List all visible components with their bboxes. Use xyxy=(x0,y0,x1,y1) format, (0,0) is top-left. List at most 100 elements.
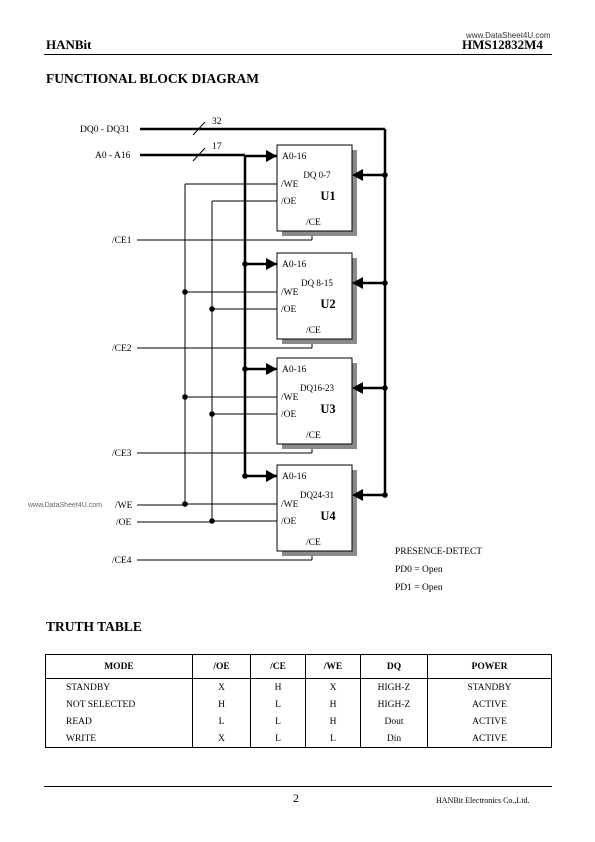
column-header: DQ xyxy=(360,654,428,679)
table-cell: ACTIVE xyxy=(427,713,552,730)
table-cell: HIGH-Z xyxy=(360,678,428,696)
junction-dot xyxy=(382,492,388,498)
table-cell: X xyxy=(192,730,251,748)
table-cell: Din xyxy=(360,730,428,748)
chip-box-u2 xyxy=(276,252,353,340)
chip-oe-label: /OE xyxy=(281,517,297,527)
table-cell: H xyxy=(192,696,251,713)
table-row: STANDBY X H X HIGH-Z STANDBY xyxy=(45,678,552,696)
footer-rule xyxy=(44,786,552,787)
chip-data-label: DQ16-23 xyxy=(300,383,334,393)
table-cell: X xyxy=(305,678,361,696)
arrow-head-left xyxy=(352,169,363,181)
arrow-head-right xyxy=(266,470,277,482)
column-header: /WE xyxy=(305,654,361,679)
table-cell: WRITE xyxy=(45,730,193,748)
chip-we-label: /WE xyxy=(281,288,299,298)
chip-we-label: /WE xyxy=(281,180,299,190)
block-diagram-title: FUNCTIONAL BLOCK DIAGRAM xyxy=(46,71,260,86)
junction-dot xyxy=(242,261,248,267)
ce-signal-label: /CE4 xyxy=(112,556,132,566)
chip-ce-label: /CE xyxy=(306,538,321,548)
chip-name-label: U2 xyxy=(320,297,335,311)
addr-bus-width: 17 xyxy=(212,142,222,152)
junction-dot xyxy=(242,366,248,372)
arrow-head-left xyxy=(352,277,363,289)
chip-name-label: U3 xyxy=(320,402,335,416)
column-header: POWER xyxy=(427,654,552,679)
table-cell: Dout xyxy=(360,713,428,730)
ce-signal-label: /CE1 xyxy=(112,236,132,246)
junction-dot xyxy=(242,473,248,479)
column-header: MODE xyxy=(45,654,193,679)
table-cell: X xyxy=(192,678,251,696)
chip-name-label: U1 xyxy=(320,189,335,203)
column-header: /OE xyxy=(192,654,251,679)
arrow-head-left xyxy=(352,489,363,501)
chip-oe-label: /OE xyxy=(281,197,297,207)
table-cell: STANDBY xyxy=(427,678,552,696)
chip-ce-label: /CE xyxy=(306,431,321,441)
junction-dot xyxy=(182,394,188,400)
presence-detect-title: PRESENCE-DETECT xyxy=(395,547,482,557)
arrow-head-right xyxy=(266,363,277,375)
chip-ce-label: /CE xyxy=(306,218,321,228)
table-cell: ACTIVE xyxy=(427,730,552,748)
table-cell: ACTIVE xyxy=(427,696,552,713)
arrow-head-right xyxy=(266,150,277,162)
table-cell: READ xyxy=(45,713,193,730)
table-row: READ L L H Dout ACTIVE xyxy=(45,713,552,730)
chip-addr-label: A0-16 xyxy=(282,260,307,270)
table-cell: H xyxy=(305,713,361,730)
chip-ce-label: /CE xyxy=(306,326,321,336)
junction-dot xyxy=(209,306,215,312)
bus-slash xyxy=(192,121,206,136)
chip-oe-label: /OE xyxy=(281,410,297,420)
chip-box-u3 xyxy=(276,357,353,445)
company-name: HANBit xyxy=(46,37,92,52)
page-number: 2 xyxy=(293,791,299,805)
chip-box-u1 xyxy=(276,144,353,232)
junction-dot xyxy=(209,518,215,524)
truth-table-title: TRUTH TABLE xyxy=(46,619,142,634)
chip-we-label: /WE xyxy=(281,393,299,403)
footer-company: HANBit Electronics Co.,Ltd. xyxy=(436,796,530,805)
chip-addr-label: A0-16 xyxy=(282,365,307,375)
chip-we-label: /WE xyxy=(281,500,299,510)
chip-data-label: DQ 8-15 xyxy=(301,278,333,288)
watermark: www.DataSheet4U.com xyxy=(466,31,551,40)
table-cell: L xyxy=(250,696,306,713)
part-number: HMS12832M4 xyxy=(462,37,543,52)
table-cell: L xyxy=(192,713,251,730)
junction-dot xyxy=(382,280,388,286)
table-cell: STANDBY xyxy=(45,678,193,696)
pd0-label: PD0 = Open xyxy=(395,565,443,575)
pd1-label: PD1 = Open xyxy=(395,583,443,593)
oe-input-label: /OE xyxy=(116,518,132,528)
junction-dot xyxy=(382,172,388,178)
table-row: NOT SELECTED H L H HIGH-Z ACTIVE xyxy=(45,696,552,713)
truth-table-header: MODE /OE /CE /WE DQ POWER xyxy=(45,654,552,679)
dq-bus-label: DQ0 - DQ31 xyxy=(80,125,130,135)
table-cell: H xyxy=(250,678,306,696)
chip-name-label: U4 xyxy=(320,509,336,523)
junction-dot xyxy=(182,501,188,507)
table-cell: H xyxy=(305,696,361,713)
chip-addr-label: A0-16 xyxy=(282,152,307,162)
ce-signal-label: /CE3 xyxy=(112,449,132,459)
arrow-head-left xyxy=(352,382,363,394)
chip-addr-label: A0-16 xyxy=(282,472,307,482)
bus-slash xyxy=(192,147,206,162)
chip-oe-label: /OE xyxy=(281,305,297,315)
table-cell: L xyxy=(250,730,306,748)
chip-data-label: DQ 0-7 xyxy=(303,170,331,180)
ce-signal-label: /CE2 xyxy=(112,344,132,354)
chip-data-label: DQ24-31 xyxy=(300,490,334,500)
table-cell: L xyxy=(250,713,306,730)
side-watermark: www.DataSheet4U.com xyxy=(27,502,102,509)
table-cell: NOT SELECTED xyxy=(45,696,193,713)
table-cell: HIGH-Z xyxy=(360,696,428,713)
dq-bus-width: 32 xyxy=(212,117,222,127)
junction-dot xyxy=(182,289,188,295)
